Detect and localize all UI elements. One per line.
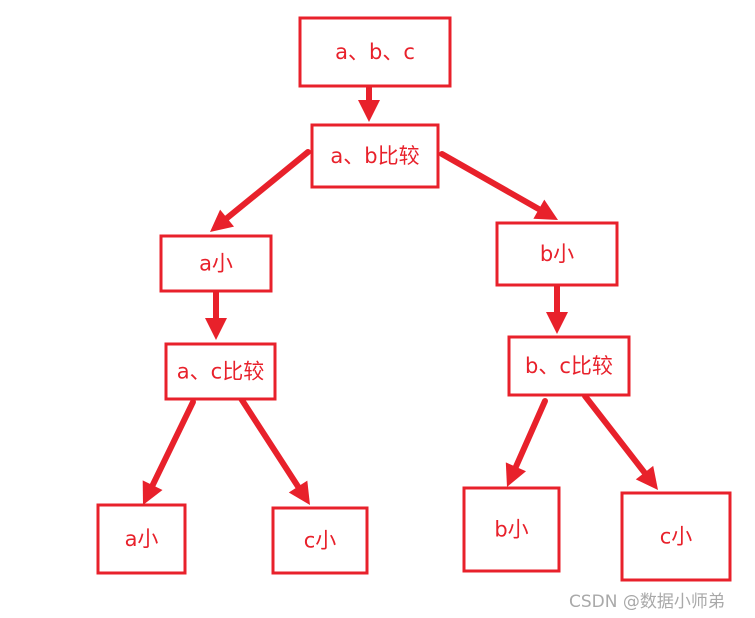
node-box xyxy=(96,503,187,575)
node-label: a、b比较 xyxy=(330,144,419,168)
node-a-small: a小 xyxy=(159,234,273,293)
edge-line xyxy=(582,393,649,478)
edge-a_small-to-ac xyxy=(205,285,227,340)
edge-bc-to-leaf_c2 xyxy=(582,393,658,490)
node-label: a小 xyxy=(199,252,233,276)
nodes-layer: a、b、c a、b比较 a小 b小 a、c比较 b、c比较 a小 c小 b小 c小 xyxy=(96,16,732,582)
edges-layer xyxy=(142,83,658,505)
node-label: a、b、c xyxy=(335,40,415,64)
node-leaf-c1: c小 xyxy=(271,506,369,575)
node-label: c小 xyxy=(660,525,693,549)
arrowhead-icon xyxy=(505,462,526,487)
node-box xyxy=(298,16,452,88)
node-box xyxy=(620,491,732,582)
arrowhead-icon xyxy=(210,209,234,232)
arrowhead-icon xyxy=(205,318,227,340)
arrowhead-icon xyxy=(533,199,558,220)
node-bc: b、c比较 xyxy=(507,335,631,397)
node-ac: a、c比较 xyxy=(164,342,277,401)
edge-line xyxy=(439,151,544,214)
csdn-watermark: CSDN @数据小师弟 xyxy=(569,592,725,612)
node-box xyxy=(164,342,277,401)
edge-b_small-to-bc xyxy=(546,283,568,334)
node-b-small: b小 xyxy=(495,221,619,287)
node-box xyxy=(159,234,273,293)
edge-line xyxy=(237,394,303,492)
node-leaf-c2: c小 xyxy=(620,491,732,582)
node-box xyxy=(271,506,369,575)
edge-root-to-ab xyxy=(358,83,380,122)
node-label: a、c比较 xyxy=(177,360,264,384)
node-label: b、c比较 xyxy=(525,354,613,378)
edge-ac-to-leaf_a xyxy=(142,399,196,505)
node-label: b小 xyxy=(494,518,528,542)
node-ab: a、b比较 xyxy=(310,123,440,189)
edge-ac-to-leaf_c1 xyxy=(237,394,310,505)
node-label: b小 xyxy=(540,242,574,266)
arrowhead-icon xyxy=(546,312,568,334)
node-leaf-a: a小 xyxy=(96,503,187,575)
node-box xyxy=(507,335,631,397)
node-root: a、b、c xyxy=(298,16,452,88)
arrowhead-icon xyxy=(358,100,380,122)
edge-line xyxy=(512,398,548,472)
edge-ab-to-a_small xyxy=(210,149,311,232)
node-box xyxy=(495,221,619,287)
node-box xyxy=(462,486,561,573)
edge-line xyxy=(148,399,196,491)
node-label: a小 xyxy=(125,527,159,551)
edge-ab-to-b_small xyxy=(439,151,558,220)
node-box xyxy=(310,123,440,189)
edge-bc-to-leaf_b xyxy=(505,398,548,487)
edge-line xyxy=(222,149,311,223)
arrowhead-icon xyxy=(635,465,658,490)
arrowhead-icon xyxy=(288,480,310,505)
arrowhead-icon xyxy=(142,480,163,505)
node-label: c小 xyxy=(304,529,337,553)
node-leaf-b: b小 xyxy=(462,486,561,573)
